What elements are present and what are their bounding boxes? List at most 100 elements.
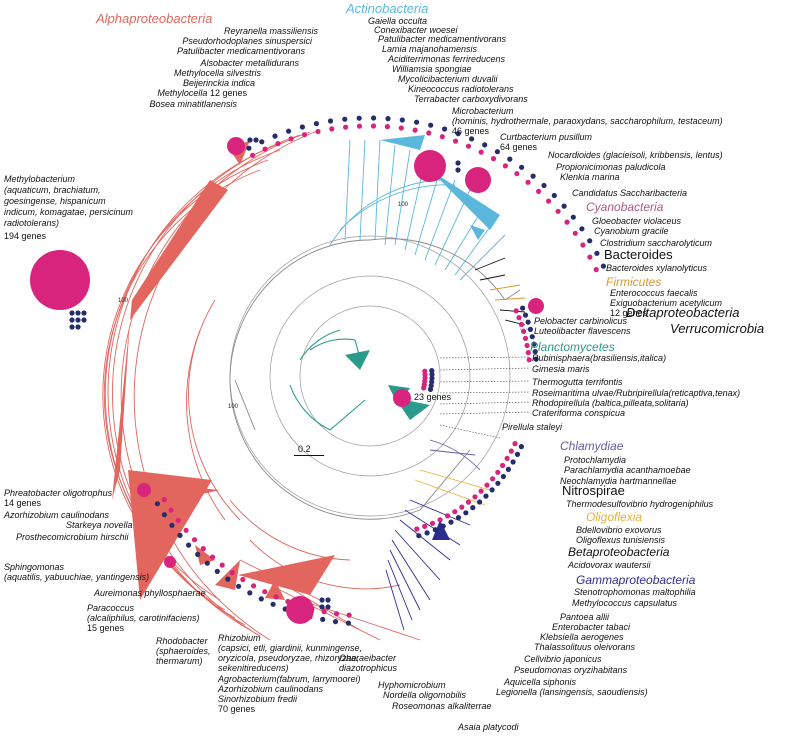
gene-dot xyxy=(541,182,547,189)
taxon-methylobacterium-l2: goesingense, hispanicum xyxy=(4,196,106,206)
taxon-stenotrophomonas: Stenotrophomonas maltophilia xyxy=(574,587,696,597)
gene-dot xyxy=(424,530,430,536)
gene-dot xyxy=(507,156,513,162)
group-actinobacteria: Actinobacteria xyxy=(346,1,429,16)
gene-dot xyxy=(437,517,443,523)
group-deltaproteobacteria: Deltaproteobacteria xyxy=(626,305,740,320)
taxon-terrabacter: Terrabacter carboxydivorans xyxy=(414,94,528,104)
taxon-neochlamydia: Neochlamydia hartmannellae xyxy=(560,476,677,486)
gene-dot xyxy=(514,451,521,457)
gene-dot xyxy=(455,131,461,137)
gene-dot xyxy=(524,342,530,349)
gene-dot xyxy=(527,326,534,332)
taxon-methylocella-12: Methylocella 12 genes xyxy=(157,88,247,98)
gene-dot xyxy=(465,143,472,149)
gene-dot xyxy=(356,115,362,121)
bubble-rhizobium xyxy=(286,596,314,624)
taxon-roseomonas: Roseomonas alkaliterrae xyxy=(392,701,492,711)
gene-dot xyxy=(513,308,519,314)
taxon-prosthecomicrobium: Prosthecomicrobium hirschii xyxy=(16,532,129,542)
gene-dot xyxy=(412,127,418,133)
plancto-branches xyxy=(289,329,366,431)
gene-dot xyxy=(525,179,531,185)
taxon-rubinisphaera: Rubinisphaera(brasiliensis,italica) xyxy=(532,353,667,363)
wedge-phreatobacter xyxy=(170,485,220,500)
gene-dot xyxy=(432,527,438,533)
gene-dot xyxy=(526,357,532,363)
bootstrap-label-3: 100 xyxy=(398,202,409,208)
gene-dot xyxy=(516,315,522,321)
gene-dot xyxy=(301,132,308,138)
gene-dot xyxy=(262,146,268,152)
gene-dot xyxy=(525,319,531,325)
gene-dot xyxy=(519,164,525,170)
taxon-phreatobacter-genes: 14 genes xyxy=(4,498,42,508)
plancto-wedges xyxy=(345,350,430,420)
taxon-asaia: Asaia platycodi xyxy=(458,722,519,732)
gene-dot xyxy=(427,386,434,392)
gene-dot xyxy=(200,546,206,552)
gene-dot xyxy=(247,590,253,596)
taxon-pseudorhodoplanes: Pseudorhodoplanes sinuspersici xyxy=(182,36,312,46)
taxon-phreatobacter-name: Phreatobacter oligotrophus xyxy=(4,488,113,498)
gene-dot xyxy=(502,163,508,169)
gene-dot xyxy=(270,601,276,607)
gene-dot xyxy=(593,267,599,273)
group-alphaproteobacteria: Alphaproteobacteria xyxy=(96,11,213,26)
gene-dot xyxy=(482,142,488,148)
taxon-legionella: Legionella (lansingensis, saoudiensis) xyxy=(496,687,648,697)
taxon-nordella: Nordella oligomobilis xyxy=(383,690,467,700)
taxon-pseudomonas: Pseudomonas oryzihabitans xyxy=(514,665,628,675)
gene-dot xyxy=(561,203,567,209)
gene-dot xyxy=(240,576,246,583)
gene-dot xyxy=(204,560,210,566)
taxon-methylobacterium-l3: indicum, komagatae, persicinum xyxy=(4,207,134,217)
gene-dot xyxy=(334,611,340,617)
gene-dot xyxy=(385,116,391,122)
gene-dot xyxy=(483,493,489,499)
gene-dot xyxy=(505,466,511,472)
gene-dot xyxy=(521,328,527,334)
gene-dot xyxy=(346,612,352,618)
taxon-sinorhizobium: Sinorhizobium fredii xyxy=(218,694,298,704)
gene-dot xyxy=(250,152,256,158)
gene-dot xyxy=(600,263,607,269)
taxon-aciditerrimonas: Aciditerrimonas ferrireducens xyxy=(388,54,506,64)
taxon-rhodobacter-l1: (sphaeroides, xyxy=(156,646,211,656)
gene-dot xyxy=(587,238,593,244)
taxon-oligoflexus: Oligoflexus tunisiensis xyxy=(576,535,666,545)
wedge-small-alpha xyxy=(265,580,285,600)
gene-dot xyxy=(514,171,520,177)
wedge-paracoccus xyxy=(215,560,240,590)
gene-dot xyxy=(555,208,561,214)
gene-dot xyxy=(518,444,525,450)
taxon-luteolibacter: Luteolibacter flavescens xyxy=(534,326,631,336)
gene-dot xyxy=(371,115,377,121)
taxon-saccharibacteria: Candidatus Saccharibacteria xyxy=(572,188,688,198)
gene-dot xyxy=(370,123,377,129)
gene-dot xyxy=(478,488,484,494)
gene-dot xyxy=(448,519,454,525)
gene-dot xyxy=(532,349,538,355)
gene-dot xyxy=(470,505,476,511)
taxon-starkeya: Starkeya novella xyxy=(66,520,133,530)
gene-dot xyxy=(570,214,576,220)
gene-dot xyxy=(440,523,446,529)
gene-dot xyxy=(459,504,465,510)
group-gammaproteobacteria: Gammaproteobacteria xyxy=(576,573,696,587)
group-verrucomicrobia: Verrucomicrobia xyxy=(670,321,765,336)
taxon-rhizobium-l3: sekenitireducens) xyxy=(218,663,289,673)
gene-dot xyxy=(384,124,390,130)
taxon-methylobacterium-l4: radiotolerans) xyxy=(4,218,60,228)
taxon-patulibacter-actino: Patulibacter medicamentivorans xyxy=(378,34,507,44)
taxon-methylobacterium-name: Methylobacterium xyxy=(4,174,76,184)
gene-dot xyxy=(273,594,279,600)
taxon-microbacterium-name: Microbacterium xyxy=(452,106,514,116)
gene-dot xyxy=(313,121,319,127)
taxon-oharaeibacter-1: Oharaeibacter xyxy=(339,653,397,663)
gene-dot xyxy=(587,254,593,260)
scale-label: 0.2 xyxy=(298,444,311,454)
taxon-alsobacter: Alsobacter metallidurans xyxy=(200,58,299,68)
leader-lines xyxy=(439,319,531,439)
